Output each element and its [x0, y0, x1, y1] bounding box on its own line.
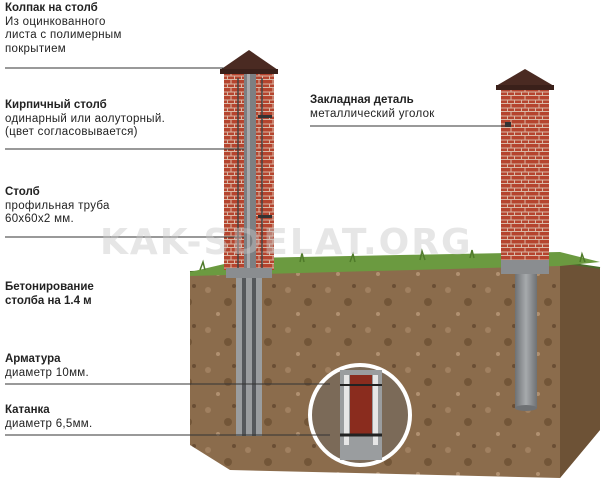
label-wire-desc: диаметр 6,5мм. — [5, 417, 93, 430]
label-rebar-title: Арматура — [5, 353, 61, 365]
label-cap-desc-1: Из оцинкованного — [5, 15, 106, 28]
label-brick-title: Кирпичный столб — [5, 99, 107, 111]
label-rebar-desc: диаметр 10мм. — [5, 366, 90, 379]
label-wire: Катанка диаметр 6,5мм. — [5, 404, 93, 431]
label-concrete-title-1: Бетонирование — [5, 281, 94, 293]
soil-block — [189, 260, 601, 478]
label-wire-title: Катанка — [5, 404, 50, 416]
label-cap-title: Колпак на столб — [5, 2, 98, 14]
label-embed: Закладная деталь металлический уголок — [310, 94, 435, 121]
label-cap-desc-2: листа с полимерным — [5, 29, 122, 41]
label-cap-desc-3: покрытием — [5, 42, 67, 55]
label-rebar: Арматура диаметр 10мм. — [5, 353, 89, 380]
label-post-desc-1: профильная труба — [5, 199, 110, 212]
label-brick: Кирпичный столб одинарный или аолуторный… — [5, 99, 165, 140]
label-post-title: Столб — [5, 186, 40, 198]
label-embed-desc: металлический уголок — [310, 107, 435, 120]
label-post: Столб профильная труба 60x60x2 мм. — [5, 186, 110, 227]
right-post — [496, 69, 554, 411]
watermark: KAK-SDELAT.ORG — [100, 222, 473, 263]
label-brick-desc-1: одинарный или аолуторный. — [5, 112, 166, 125]
label-concrete: Бетонирование столба на 1.4 м — [5, 281, 94, 308]
label-brick-desc-2: (цвет согласовывается) — [5, 126, 138, 138]
label-post-desc-2: 60x60x2 мм. — [5, 213, 74, 225]
label-embed-title: Закладная деталь — [310, 94, 414, 106]
label-concrete-title-2: столба на 1.4 м — [5, 294, 92, 307]
label-cap: Колпак на столб Из оцинкованного листа с… — [5, 2, 122, 56]
leader-lines — [5, 67, 509, 436]
zoom-detail — [308, 363, 412, 467]
